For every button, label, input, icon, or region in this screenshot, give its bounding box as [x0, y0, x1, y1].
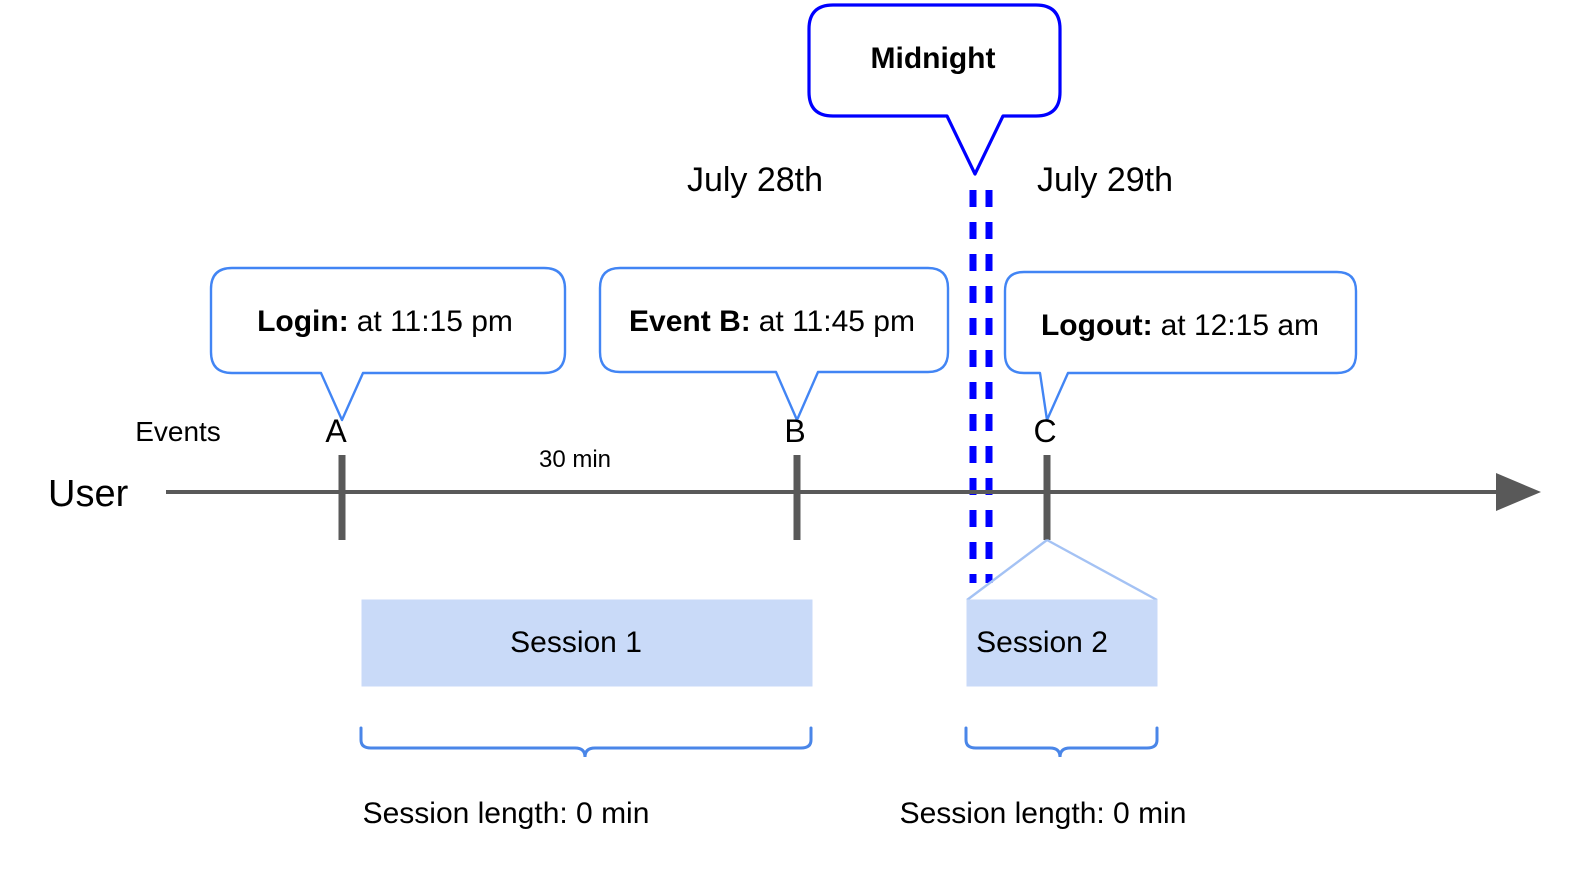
session-2-connectors	[966, 538, 1158, 602]
event-callout-b-value: at 11:45 pm	[758, 305, 915, 338]
gap-annotation-label: 30 min	[538, 446, 612, 473]
event-callout-c-label: Logout:	[1040, 309, 1153, 342]
midnight-label: Midnight	[870, 42, 996, 75]
events-row-label: Events	[135, 416, 221, 447]
session-2-length-label: Session length: 0 min	[899, 797, 1187, 830]
session-2-box	[966, 599, 1158, 687]
event-callout-c-shape	[1003, 270, 1358, 422]
session-2-brace-path	[964, 726, 1159, 758]
session-1-box	[361, 599, 813, 687]
midnight-callout-shape	[807, 3, 1062, 176]
event-callout-a-shape	[209, 266, 567, 422]
session-2-label: Session 2	[976, 626, 1108, 659]
event-callout-b-label: Event B:	[629, 305, 751, 338]
callout-b-path	[598, 266, 950, 422]
session-1-brace	[359, 726, 813, 758]
date-label-july-29: July 29th	[1036, 161, 1174, 199]
event-letter-a: A	[325, 413, 347, 449]
event-callout-a-value: at 11:15 pm	[356, 305, 513, 338]
event-callout-c-text: Logout:at 12:15 am	[1041, 311, 1319, 341]
session-1-brace-path	[359, 726, 813, 758]
event-ticks	[338, 455, 1051, 540]
timeline-axis	[166, 473, 1541, 511]
session-2-connector-right	[1046, 538, 1158, 602]
session-1-length-label: Session length: 0 min	[362, 797, 650, 830]
event-callout-b-shape	[598, 266, 950, 422]
arrow-right-icon	[1496, 473, 1541, 511]
event-letter-c: C	[1033, 413, 1057, 449]
event-letter-b: B	[784, 413, 806, 449]
session-1-label: Session 1	[510, 626, 642, 659]
callout-a-path	[209, 266, 567, 422]
date-label-july-28: July 28th	[686, 161, 824, 199]
event-callout-c-value: at 12:15 am	[1160, 309, 1320, 342]
callout-c-path	[1003, 270, 1358, 422]
midnight-bubble-path	[807, 3, 1062, 176]
session-2-brace	[964, 726, 1159, 758]
event-callout-a-label: Login:	[257, 305, 349, 338]
session-boxes	[361, 599, 1158, 687]
midnight-divider-icon	[969, 190, 993, 583]
session-2-connector-left	[966, 539, 1048, 601]
event-callout-a-text: Login:at 11:15 pm	[257, 307, 513, 337]
event-callout-b-text: Event B:at 11:45 pm	[629, 307, 915, 337]
user-row-label: User	[48, 473, 129, 515]
